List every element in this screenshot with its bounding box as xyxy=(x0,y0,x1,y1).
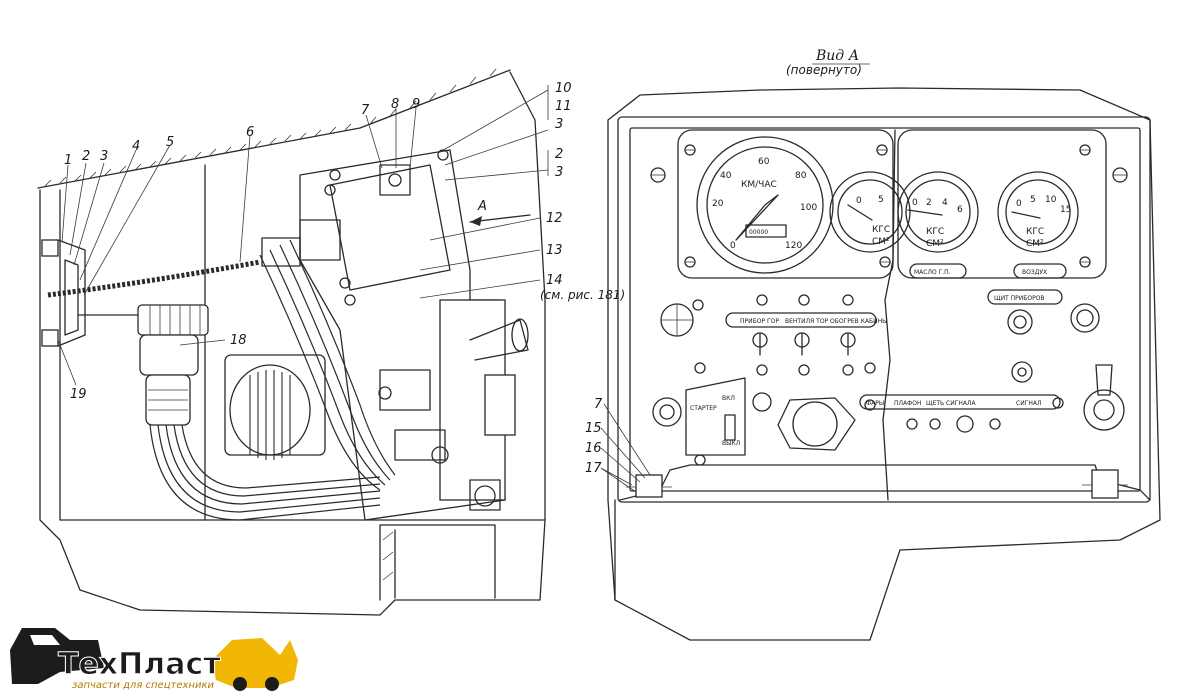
brand-tagline: запчасти для спецтехники xyxy=(72,680,214,691)
plate-6: ВКЛ xyxy=(722,395,735,402)
gauge-2-plate: МАСЛО Г.П. xyxy=(914,269,951,276)
callout-19: 19 xyxy=(70,387,87,402)
speedometer-odometer: 00000 xyxy=(749,229,768,236)
callout-6: 6 xyxy=(246,125,254,140)
callout-12: 12 xyxy=(546,211,563,226)
gauge-2-tick-2: 2 xyxy=(926,198,932,208)
callout-r17: 17 xyxy=(585,461,602,476)
speedometer-unit: КМ/ЧАС xyxy=(741,180,777,190)
gauge-3-plate: ВОЗДУХ xyxy=(1022,269,1047,276)
plate-2: ВЕНТИЛЯ ТОР xyxy=(785,318,829,325)
speedometer-tick-20: 20 xyxy=(712,199,724,209)
brand-name: ТехПласт xyxy=(58,647,221,682)
brand-logo: ТехПласт запчасти для спецтехники xyxy=(10,628,298,691)
gauge-3: 0 5 10 15 КГС СМ² ВОЗДУХ xyxy=(997,171,1079,279)
gauge-2-unit-bottom: СМ² xyxy=(926,239,944,249)
plate-5: СТАРТЕР xyxy=(690,405,717,412)
gauge-2-tick-6: 6 xyxy=(957,205,963,215)
callout-18: 18 xyxy=(230,333,247,348)
view-title: Вид А xyxy=(815,48,859,64)
left-section-view: A xyxy=(37,68,549,616)
callout-9: 9 xyxy=(412,97,420,112)
plate-4: ЩИТ ПРИБОРОВ xyxy=(994,295,1045,302)
speedometer-tick-100: 100 xyxy=(800,203,817,213)
callout-2-mid: 2 xyxy=(555,147,563,162)
right-callouts: 7 15 16 17 xyxy=(585,397,651,493)
plate-1: ПРИБОР ГОР xyxy=(740,318,779,325)
callout-8: 8 xyxy=(391,97,399,112)
callout-5: 5 xyxy=(166,135,174,150)
gauge-3-tick-5: 5 xyxy=(1030,195,1036,205)
plate-9: ПЛАФОН xyxy=(894,400,922,407)
loader-silhouette-icon xyxy=(212,638,298,688)
callout-10: 10 xyxy=(555,81,572,96)
view-subtitle: (повернуто) xyxy=(786,63,862,77)
speedometer-tick-120: 120 xyxy=(785,241,802,251)
callout-1: 1 xyxy=(64,153,72,168)
gauge-3-unit-bottom: СМ² xyxy=(1026,239,1044,249)
plate-10: ЩЕТЬ СИГНАЛА xyxy=(926,400,977,407)
gauge-2-unit-top: КГС xyxy=(926,227,944,237)
callout-7: 7 xyxy=(361,103,370,118)
callout-r16: 16 xyxy=(585,441,602,456)
gauge-3-tick-15: 15 xyxy=(1060,205,1071,215)
callout-2: 2 xyxy=(82,149,90,164)
callout-11: 11 xyxy=(555,99,572,114)
panel-screws xyxy=(650,144,1128,268)
callout-13: 13 xyxy=(546,243,563,258)
speedometer: КМ/ЧАС 00000 0 20 40 60 80 100 120 xyxy=(696,136,834,274)
callout-14-note: (см. рис. 181) xyxy=(540,288,625,302)
left-callouts: 1 2 3 4 5 6 7 8 9 10 11 3 2 3 12 13 14 (… xyxy=(64,81,625,402)
gauge-1-unit-bottom: СМ² xyxy=(872,237,890,247)
gauge-3-unit-top: КГС xyxy=(1026,227,1044,237)
gauge-1-unit-top: КГС xyxy=(872,225,890,235)
speedometer-tick-0: 0 xyxy=(730,241,736,251)
gauge-2: 0 2 4 6 КГС СМ² МАСЛО Г.П. xyxy=(897,171,979,279)
plate-7: ВЫКЛ xyxy=(722,440,740,447)
callout-3-mid: 3 xyxy=(555,165,563,180)
gauge-3-tick-0: 0 xyxy=(1016,199,1022,209)
speedometer-tick-40: 40 xyxy=(720,171,732,181)
arrow-a-label: A xyxy=(477,199,487,214)
gauge-1-tick-0: 0 xyxy=(856,196,862,206)
callout-r15: 15 xyxy=(585,421,602,436)
speedometer-tick-80: 80 xyxy=(795,171,807,181)
gauge-2-tick-0: 0 xyxy=(912,198,918,208)
speedometer-tick-60: 60 xyxy=(758,157,770,167)
callout-4: 4 xyxy=(132,139,140,154)
gauge-2-tick-4: 4 xyxy=(942,198,948,208)
gauge-3-tick-10: 10 xyxy=(1045,195,1057,205)
plate-3: ОБОГРЕВ КАБИНЫ xyxy=(830,318,887,325)
callout-3-top: 3 xyxy=(555,117,563,132)
lower-controls: ПРИБОР ГОР ВЕНТИЛЯ ТОР ОБОГРЕВ КАБИНЫ ЩИ… xyxy=(652,289,1125,466)
callout-3: 3 xyxy=(100,149,108,164)
plate-11: СИГНАЛ xyxy=(1016,400,1041,407)
callout-14: 14 xyxy=(546,273,563,288)
gauge-1-tick-5: 5 xyxy=(878,195,884,205)
gauge-1: 0 5 КГС СМ² xyxy=(829,171,911,253)
callout-r7: 7 xyxy=(594,397,603,412)
right-panel-view: Вид А (повернуто) xyxy=(607,48,1161,641)
